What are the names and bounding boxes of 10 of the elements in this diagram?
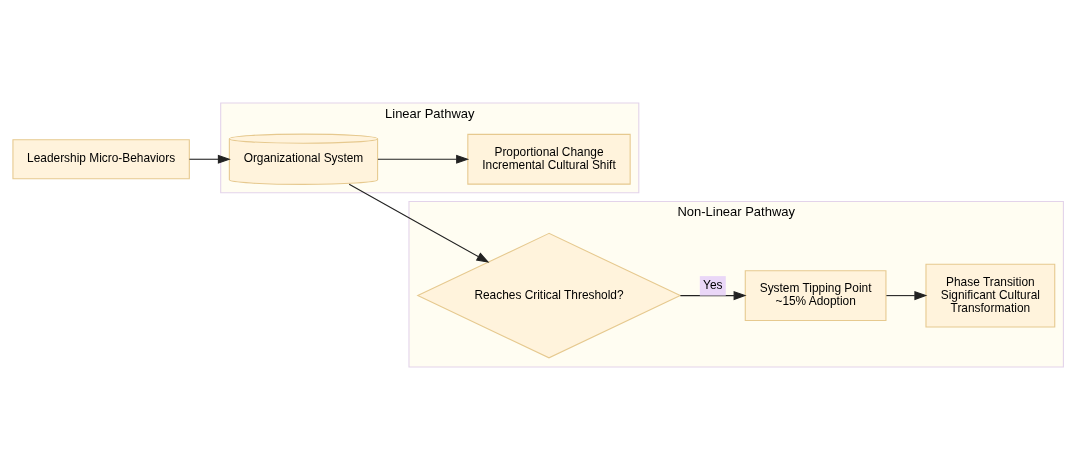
- arrow: [188, 154, 231, 164]
- arrow: [377, 154, 470, 164]
- node-box: System Tipping Point ~15% Adoption: [744, 270, 887, 322]
- node-box: Phase Transition Significant Cultural Transformation: [925, 263, 1056, 328]
- arrow: [885, 291, 928, 301]
- arrow: [348, 183, 490, 263]
- node-box: Proportional Change Incremental Cultural Shift: [467, 133, 631, 185]
- node-diamond: Reaches Critical Threshold?: [416, 232, 682, 359]
- node-box: Leadership Micro-Behaviors: [12, 139, 190, 180]
- edge-label: Yes: [703, 277, 723, 292]
